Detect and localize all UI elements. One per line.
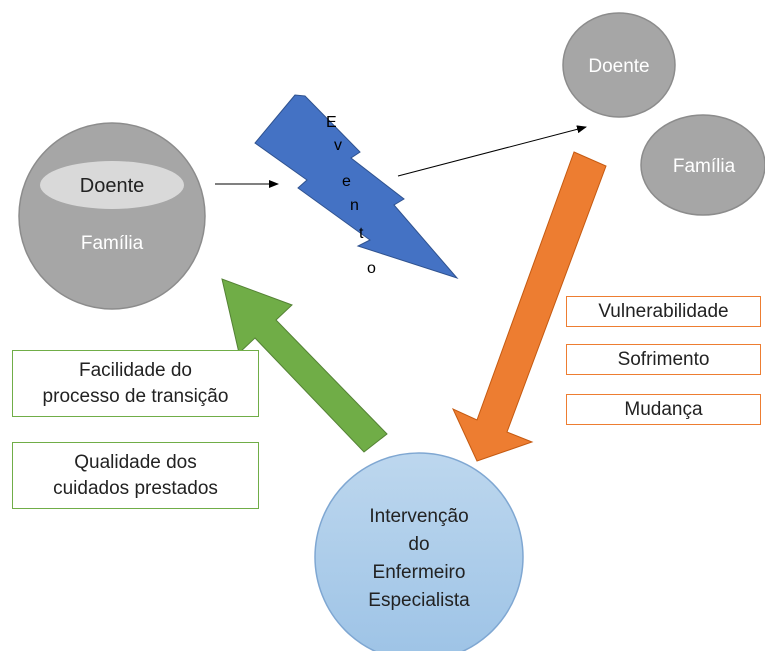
outcome-line: processo de transição <box>42 385 229 407</box>
intervention-circle <box>314 452 524 651</box>
arrow-to-separated <box>397 125 587 177</box>
event-letter-6: o <box>367 260 376 277</box>
lightning-bolt-shape <box>254 94 459 280</box>
factor-label: Sofrimento <box>617 348 710 370</box>
factor-label: Vulnerabilidade <box>598 300 729 322</box>
intervention-line-2: do <box>408 534 429 555</box>
event-letter-5: t <box>359 225 364 242</box>
familia-label: Família <box>81 233 144 254</box>
factor-box-vulnerabilidade: Vulnerabilidade <box>566 296 761 327</box>
green-arrow <box>221 278 388 453</box>
left-circle-group: Doente Família <box>18 122 206 310</box>
event-letter-4: n <box>350 197 359 214</box>
factor-box-sofrimento: Sofrimento <box>566 344 761 375</box>
event-letter-2: v <box>334 137 342 154</box>
outcome-box-transicao: Facilidade do processo de transição <box>12 350 259 417</box>
familia-circle <box>18 122 206 310</box>
orange-arrow <box>451 151 607 462</box>
intervention-line-3: Enfermeiro <box>373 562 466 583</box>
event-lightning: E v e n t o <box>254 94 459 280</box>
right-familia-ellipse <box>640 114 765 216</box>
event-letter-1: E <box>326 114 337 131</box>
event-letter-3: e <box>342 173 351 190</box>
right-familia-label: Família <box>673 156 736 177</box>
factor-label: Mudança <box>624 398 703 420</box>
outcome-box-cuidados: Qualidade dos cuidados prestados <box>12 442 259 509</box>
intervention-line-1: Intervenção <box>369 506 468 527</box>
doente-ellipse <box>40 161 184 209</box>
intervention-line-4: Especialista <box>368 590 470 611</box>
intervention-circle-group: Intervenção do Enfermeiro Especialista <box>314 452 524 651</box>
doente-label: Doente <box>80 175 145 197</box>
right-doente-ellipse <box>562 12 676 118</box>
outcome-line: Facilidade do <box>78 359 193 381</box>
right-group: Doente Família <box>562 12 765 216</box>
factor-box-mudanca: Mudança <box>566 394 761 425</box>
right-doente-label: Doente <box>588 56 649 77</box>
outcome-line: cuidados prestados <box>53 477 218 499</box>
outcome-line: Qualidade dos <box>74 451 197 473</box>
